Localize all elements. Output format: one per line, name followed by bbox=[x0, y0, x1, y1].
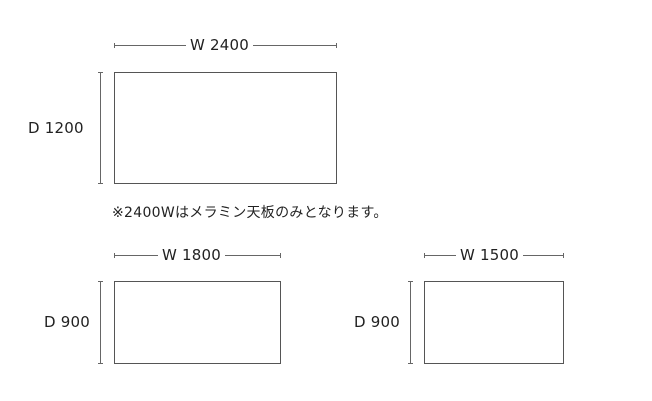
depth-dimension-line bbox=[100, 281, 101, 364]
width-dimension-tick-left bbox=[424, 253, 425, 258]
depth-dimension-tick-bottom bbox=[98, 183, 103, 184]
width-dimension-tick-right bbox=[336, 43, 337, 48]
width-label: W 2400 bbox=[186, 36, 253, 54]
width-label: W 1800 bbox=[158, 246, 225, 264]
depth-label: D 900 bbox=[44, 313, 90, 331]
depth-label: D 1200 bbox=[28, 119, 84, 137]
availability-note: ※2400Wはメラミン天板のみとなります。 bbox=[112, 205, 388, 221]
table-top-outline bbox=[424, 281, 564, 364]
width-dimension-tick-left bbox=[114, 253, 115, 258]
width-label: W 1500 bbox=[456, 246, 523, 264]
depth-dimension-line bbox=[410, 281, 411, 364]
depth-dimension-line bbox=[100, 72, 101, 184]
depth-dimension-tick-bottom bbox=[408, 363, 413, 364]
table-top-outline bbox=[114, 281, 281, 364]
depth-dimension-tick-top bbox=[408, 281, 413, 282]
depth-label: D 900 bbox=[354, 313, 400, 331]
depth-dimension-tick-top bbox=[98, 72, 103, 73]
depth-dimension-tick-top bbox=[98, 281, 103, 282]
table-top-outline bbox=[114, 72, 337, 184]
width-dimension-tick-right bbox=[563, 253, 564, 258]
depth-dimension-tick-bottom bbox=[98, 363, 103, 364]
width-dimension-tick-left bbox=[114, 43, 115, 48]
width-dimension-tick-right bbox=[280, 253, 281, 258]
